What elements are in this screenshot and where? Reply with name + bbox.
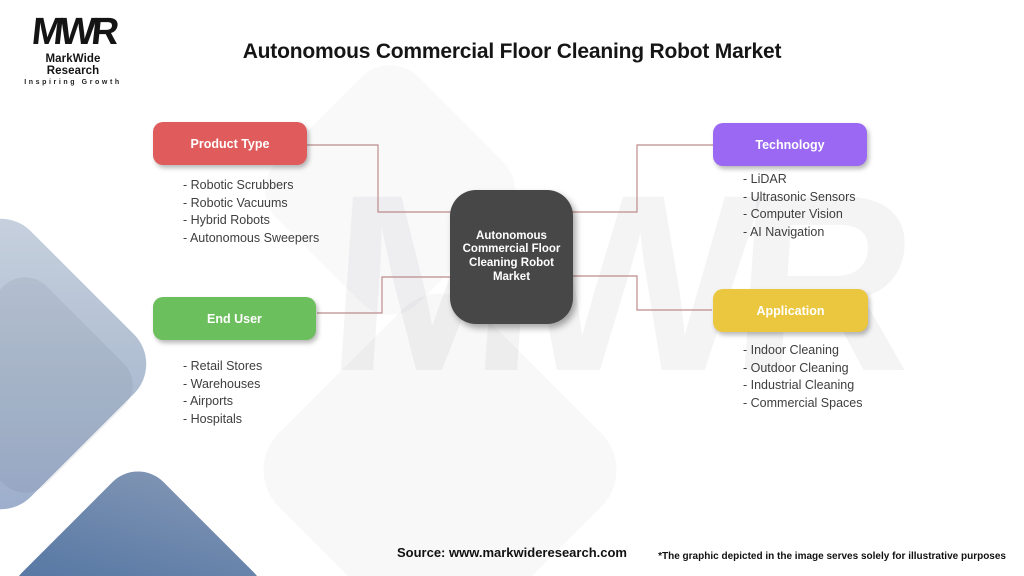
- center-node-label: Autonomous Commercial Floor Cleaning Rob…: [462, 229, 561, 283]
- page-title: Autonomous Commercial Floor Cleaning Rob…: [242, 40, 782, 64]
- connector-product-type: [307, 144, 452, 213]
- center-node: Autonomous Commercial Floor Cleaning Rob…: [450, 190, 573, 324]
- list-technology: - LiDAR - Ultrasonic Sensors - Computer …: [743, 171, 856, 241]
- list-item: - Warehouses: [183, 376, 261, 391]
- list-item: - Ultrasonic Sensors: [743, 189, 856, 204]
- mwr-monogram-icon: MWR: [29, 11, 117, 53]
- branch-box-application: Application: [713, 289, 868, 332]
- list-item: - Hospitals: [183, 411, 243, 426]
- list-application: - Indoor Cleaning - Outdoor Cleaning - I…: [743, 342, 862, 412]
- branch-label: End User: [207, 311, 262, 326]
- list-item: - Commercial Spaces: [743, 395, 863, 410]
- list-product-type: - Robotic Scrubbers - Robotic Vacuums - …: [183, 177, 319, 247]
- logo-tagline: Inspiring Growth: [24, 79, 122, 86]
- logo-name: MarkWide Research: [45, 53, 101, 77]
- branch-label: Technology: [755, 137, 825, 152]
- list-item: - LiDAR: [743, 172, 787, 186]
- branch-box-product-type: Product Type: [153, 122, 307, 165]
- list-item: - Hybrid Robots: [183, 213, 270, 228]
- list-end-user: - Retail Stores - Warehouses - Airports …: [183, 358, 262, 428]
- list-item: - Computer Vision: [743, 207, 843, 222]
- markwide-logo: MWR MarkWide Research Inspiring Growth: [18, 11, 128, 86]
- branch-label: Application: [756, 303, 825, 318]
- list-item: - Airports: [183, 394, 234, 409]
- connector-application: [563, 275, 712, 311]
- list-item: - Robotic Scrubbers: [183, 178, 294, 192]
- list-item: - AI Navigation: [743, 224, 825, 239]
- connector-technology: [563, 144, 713, 213]
- list-item: - Outdoor Cleaning: [743, 360, 849, 375]
- connector-end-user: [317, 276, 452, 314]
- disclaimer-text: *The graphic depicted in the image serve…: [658, 551, 1006, 562]
- branch-box-end-user: End User: [153, 297, 316, 340]
- list-item: - Retail Stores: [183, 359, 263, 373]
- list-item: - Robotic Vacuums: [183, 195, 288, 210]
- list-item: - Indoor Cleaning: [743, 343, 839, 357]
- branch-label: Product Type: [190, 136, 270, 151]
- source-text: Source: www.markwideresearch.com: [396, 545, 627, 560]
- branch-box-technology: Technology: [713, 123, 867, 166]
- list-item: - Autonomous Sweepers: [183, 230, 320, 245]
- list-item: - Industrial Cleaning: [743, 378, 855, 393]
